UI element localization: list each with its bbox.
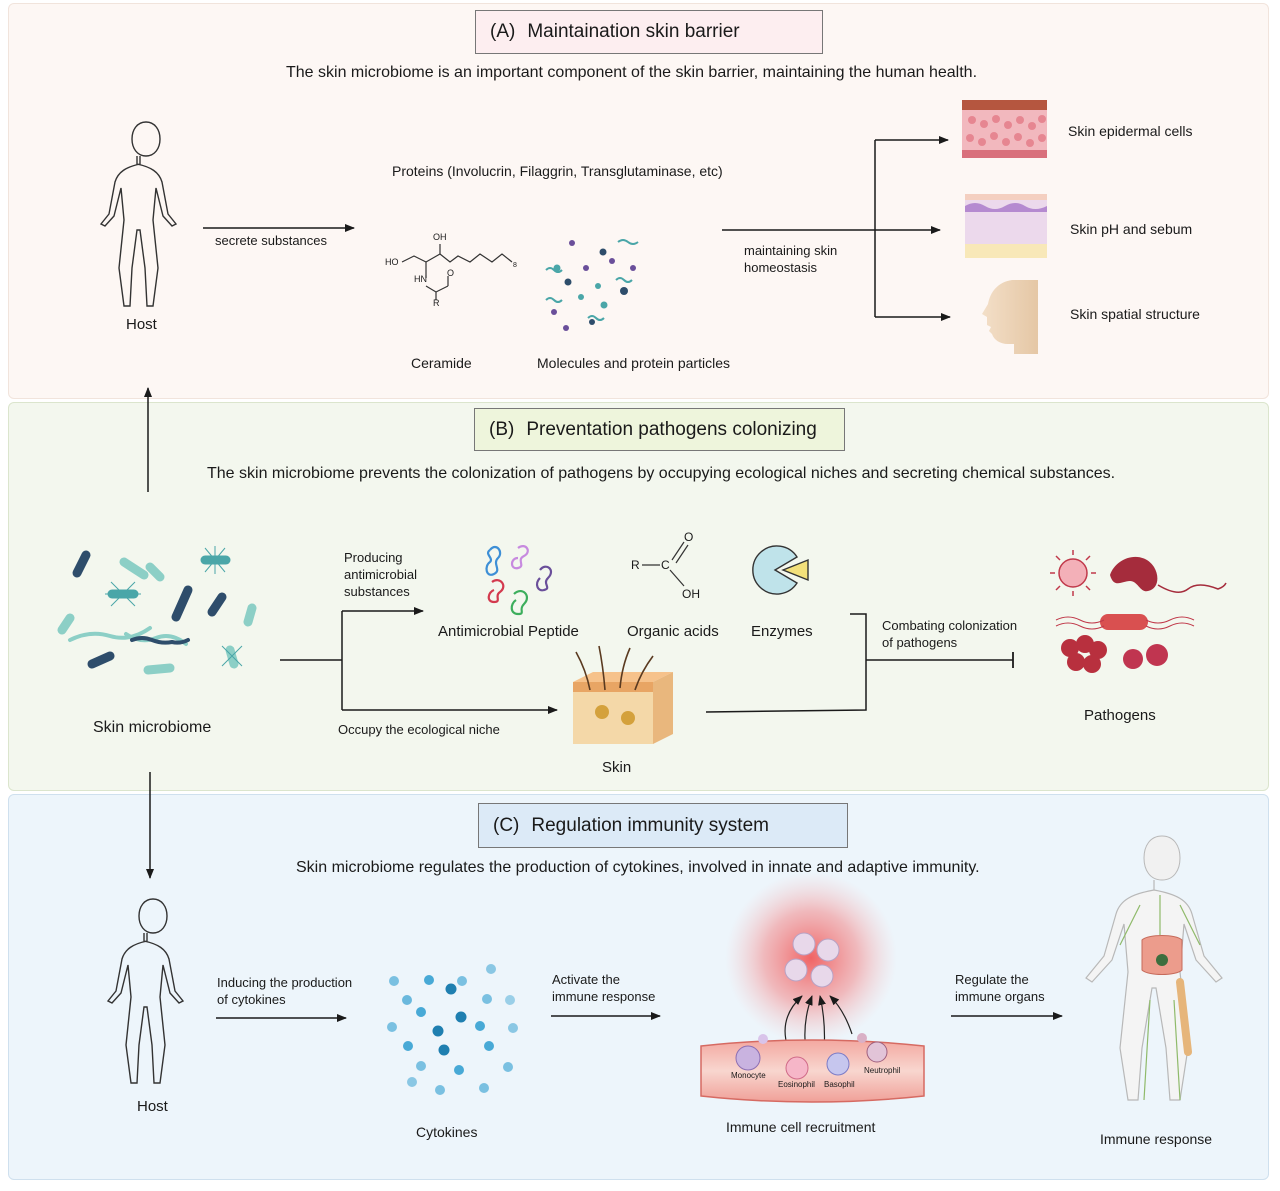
activate-line2: immune response [552, 989, 656, 1004]
molecules-label: Molecules and protein particles [537, 355, 730, 371]
epidermal-cells-image [962, 100, 1047, 158]
immune-system-body-image [1085, 835, 1223, 1101]
pathogens-icon [1050, 550, 1227, 673]
panel-a-subtitle: The skin microbiome is an important comp… [286, 64, 978, 81]
panel-a-title-text: Maintaination skin barrier [527, 21, 740, 42]
ceramide-label: Ceramide [411, 355, 472, 371]
recruit-label: Immune cell recruitment [726, 1119, 876, 1135]
panel-b-subtitle: The skin microbiome prevents the coloniz… [207, 465, 1116, 482]
panel-regulate-immunity [8, 794, 1269, 1180]
regulate-line2: immune organs [955, 989, 1045, 1004]
panel-maintain-barrier [8, 3, 1269, 399]
face-profile-image [982, 280, 1038, 354]
secrete-label: secrete substances [215, 233, 328, 248]
host-label-a: Host [126, 316, 157, 333]
host-body-icon-c [106, 898, 185, 1084]
inducing-line2: of cytokines [217, 992, 286, 1007]
monocyte-label: Monocyte [731, 1071, 766, 1080]
producing-line2: antimicrobial [344, 567, 417, 582]
panel-b-tag: (B) [489, 418, 515, 440]
homeostasis-line2: homeostasis [744, 260, 817, 275]
panel-c-title-text: Regulation immunity system [531, 814, 769, 836]
eosinophil-label: Eosinophil [778, 1080, 815, 1089]
acids-label: Organic acids [627, 623, 719, 640]
regulate-line1: Regulate the [955, 972, 1029, 987]
homeostasis-line1: maintaining skin [744, 243, 838, 258]
cytokines-label: Cytokines [416, 1124, 478, 1140]
panel-a-title: (A) Maintaination skin barrier [475, 10, 823, 54]
skin-ph-sebum-image [965, 194, 1047, 258]
ceramide-hn: HN [414, 274, 427, 284]
producing-line3: substances [344, 584, 410, 599]
combat-line2: of pathogens [882, 635, 958, 650]
proteins-label: Proteins (Involucrin, Filaggrin, Transgl… [392, 163, 723, 179]
ph-label: Skin pH and sebum [1070, 221, 1193, 237]
skin-microbiome-cluster-icon [57, 546, 257, 675]
ceramide-r: R [433, 298, 440, 308]
ceramide-oh: OH [433, 232, 447, 242]
epidermal-label: Skin epidermal cells [1068, 123, 1193, 139]
spatial-label: Skin spatial structure [1070, 306, 1200, 322]
inducing-line1: Inducing the production [217, 975, 353, 990]
activate-line1: Activate the [552, 972, 620, 987]
enzymes-label: Enzymes [751, 623, 813, 640]
acid-o: O [684, 530, 694, 544]
acid-oh: OH [682, 587, 700, 601]
acid-r: R [631, 558, 640, 572]
microbiome-label: Skin microbiome [93, 719, 212, 736]
panel-c-tag: (C) [493, 814, 520, 836]
ceramide-ho: HO [385, 257, 399, 267]
panel-c-title: (C) Regulation immunity system [478, 803, 848, 848]
acid-c: C [661, 558, 670, 572]
neutrophil-label: Neutrophil [864, 1066, 901, 1075]
basophil-label: Basophil [824, 1080, 855, 1089]
skin-label: Skin [602, 759, 632, 776]
niche-label: Occupy the ecological niche [338, 722, 500, 737]
cytokines-icon [387, 964, 518, 1095]
organic-acid-structure [642, 541, 689, 587]
molecule-particles-icon [545, 239, 639, 331]
panel-b-title: (B) Preventation pathogens colonizing [474, 408, 845, 451]
panel-c-subtitle: Skin microbiome regulates the production… [296, 859, 980, 876]
enzyme-icon [752, 545, 809, 595]
antimicrobial-peptide-icon [485, 545, 553, 616]
immune-recruitment-image [700, 872, 925, 1103]
ceramide-n: 8 [513, 262, 517, 269]
panel-a-tag: (A) [490, 21, 516, 42]
host-body-icon [99, 121, 178, 307]
skin-section-image [573, 645, 673, 744]
producing-line1: Producing [344, 550, 403, 565]
response-label: Immune response [1100, 1131, 1213, 1147]
ceramide-o: O [447, 268, 455, 278]
panel-b-title-text: Preventation pathogens colonizing [526, 418, 817, 440]
pathogens-label: Pathogens [1084, 707, 1156, 724]
peptide-label: Antimicrobial Peptide [438, 623, 579, 640]
ceramide-structure [401, 244, 513, 300]
host-label-c: Host [137, 1098, 168, 1115]
combat-line1: Combating colonization [882, 618, 1018, 633]
